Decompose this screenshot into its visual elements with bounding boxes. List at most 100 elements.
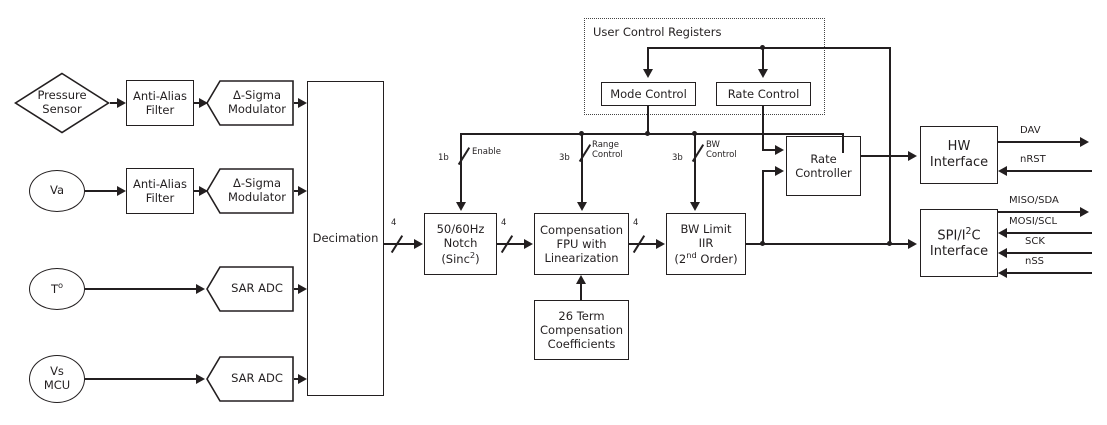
wire-compensation-to-bwlimit (629, 243, 659, 245)
signal-label-mosi-scl: MOSI/SCL (1009, 216, 1058, 227)
va-input-symbol: Va (29, 170, 85, 212)
comp-line3: Linearization (544, 251, 619, 265)
coef-line3: Coefficients (547, 337, 616, 351)
arrow-top-feed-to-rate-control (757, 69, 768, 78)
signal-label-nrst: nRST (1020, 154, 1046, 165)
pressure-sensor-label: Pressure Sensor (14, 72, 110, 134)
arrow-mosi-scl-in (998, 227, 1007, 238)
wire-enable-to-notch (460, 133, 462, 204)
signal-label-nss: nSS (1025, 256, 1045, 267)
arrow-decimation-to-notch (414, 238, 423, 249)
arrow-bus-to-spi-interface (908, 238, 917, 249)
wire-coefficients-to-compensation (580, 282, 582, 301)
arrow-nss-in (998, 267, 1007, 278)
anti-alias-filter-1: Anti-Alias Filter (126, 80, 194, 126)
top-feed-to-rate-control (762, 47, 764, 70)
bw-limit-iir-block: BW Limit IIR (2nd Order) (666, 213, 746, 275)
wire-notch-to-compensation (497, 243, 527, 245)
aaf2-line1: Anti-Alias (132, 176, 188, 191)
hw-if-line1: HW (947, 139, 971, 155)
wire-bw-to-bwlimit (694, 133, 696, 204)
wire-bus-to-rate-controller (842, 133, 844, 153)
bus-width-label-1: 4 (391, 218, 397, 228)
signal-label-dav: DAV (1020, 125, 1041, 136)
range-bus-name: Range Control (592, 140, 623, 161)
wire-nss (1000, 272, 1092, 274)
spi-if-line2: Interface (929, 244, 989, 260)
signal-label-miso-sda: MISO/SDA (1009, 195, 1059, 206)
user-control-registers-group (584, 18, 825, 115)
wire-nrst (1000, 170, 1092, 172)
top-feed-bus-horizontal (647, 47, 891, 49)
wire-rate-control-down (762, 106, 764, 150)
spi-exp: 2 (965, 225, 972, 237)
adc-funnel-shape (206, 168, 294, 214)
wire-temp-to-sar1 (85, 288, 199, 290)
arrow-aaf2-to-dsm2 (199, 185, 208, 196)
junction-bwlimit-branch (760, 241, 765, 247)
bw-line2: IIR (698, 236, 714, 251)
top-feed-to-mode-control (647, 47, 649, 70)
enable-bus-name: Enable (472, 147, 501, 157)
bw-line3: (2nd Order) (674, 250, 737, 266)
enable-bus-width: 1b (438, 153, 449, 163)
comp-line2: FPU with (556, 236, 607, 251)
sar-adc-1-label: SAR ADC (206, 266, 294, 312)
arrow-coefficients-to-compensation (575, 275, 586, 284)
sar2-line1: SAR ADC (231, 371, 283, 386)
aaf1-line2: Filter (145, 103, 175, 117)
arrow-sck-in (998, 247, 1007, 258)
notch-sinc-exp: 2 (469, 250, 476, 261)
rate-control-block[interactable]: Rate Control (716, 82, 811, 106)
temperature-input-symbol: To (29, 268, 85, 310)
rate-ctrl-line2: Controller (795, 166, 852, 180)
range-name-line1: Range (592, 140, 619, 150)
wire-vsmcu-to-sar2 (85, 378, 199, 380)
bw-bus-width: 3b (672, 153, 683, 163)
wire-decimation-to-notch (384, 243, 417, 245)
compensation-coefficients-block: 26 Term Compensation Coefficients (534, 300, 629, 360)
notch-line2: Notch (443, 236, 478, 251)
arrow-range-to-compensation (576, 202, 587, 211)
bw-order-post: Order) (696, 251, 738, 266)
mode-control-block[interactable]: Mode Control (601, 82, 696, 106)
wire-mode-control-down (647, 106, 649, 134)
spi-post: C (971, 228, 981, 244)
junction-feedback-spine-spi (887, 241, 892, 247)
dsm1-label: Δ-Sigma Modulator (206, 80, 294, 126)
arrow-compensation-to-bwlimit (656, 238, 665, 249)
dsm1-line2: Modulator (227, 102, 287, 116)
spi-if-line1: SPI/I2C (937, 226, 980, 244)
adc-funnel-shape (206, 266, 294, 312)
notch-line1: 50/60Hz (436, 222, 485, 237)
dsm2-label: Δ-Sigma Modulator (206, 168, 294, 214)
arrow-enable-to-notch (455, 202, 466, 211)
spi-pre: SPI/I (937, 228, 966, 244)
delta-sigma-modulator-1: Δ-Sigma Modulator (206, 80, 294, 126)
bw-order-pre: (2 (674, 251, 687, 266)
vs-mcu-line1: Vs (50, 364, 64, 379)
adc-funnel-shape (206, 80, 294, 126)
notch-filter-block: 50/60Hz Notch (Sinc2) (424, 213, 497, 275)
decimation-label: Decimation (312, 231, 379, 246)
signal-label-sck: SCK (1025, 236, 1045, 247)
arrow-sar2-to-decimation (298, 373, 307, 384)
comp-line1: Compensation (540, 222, 623, 237)
arrow-dsm2-to-decimation (298, 185, 307, 196)
arrow-pressure-to-aaf (117, 97, 126, 108)
range-name-line2: Control (592, 149, 623, 160)
hw-interface-block: HW Interface (920, 126, 998, 184)
arrow-nrst-in (998, 165, 1007, 176)
wire-va-to-aaf2 (85, 190, 119, 192)
control-bus-horizontal (460, 133, 844, 135)
coef-line2: Compensation (540, 322, 623, 337)
wire-range-to-compensation (581, 133, 583, 204)
vs-mcu-line2: MCU (43, 378, 71, 392)
dsm2-line2: Modulator (227, 190, 287, 204)
wire-bwlimit-to-rate-controller-v (762, 170, 764, 243)
arrow-sar1-to-decimation (298, 283, 307, 294)
notch-sinc-post: ) (475, 251, 480, 266)
rate-ctrl-line1: Rate (810, 151, 837, 166)
degree-superscript: o (57, 280, 64, 291)
bus-width-label-3: 4 (633, 218, 639, 228)
